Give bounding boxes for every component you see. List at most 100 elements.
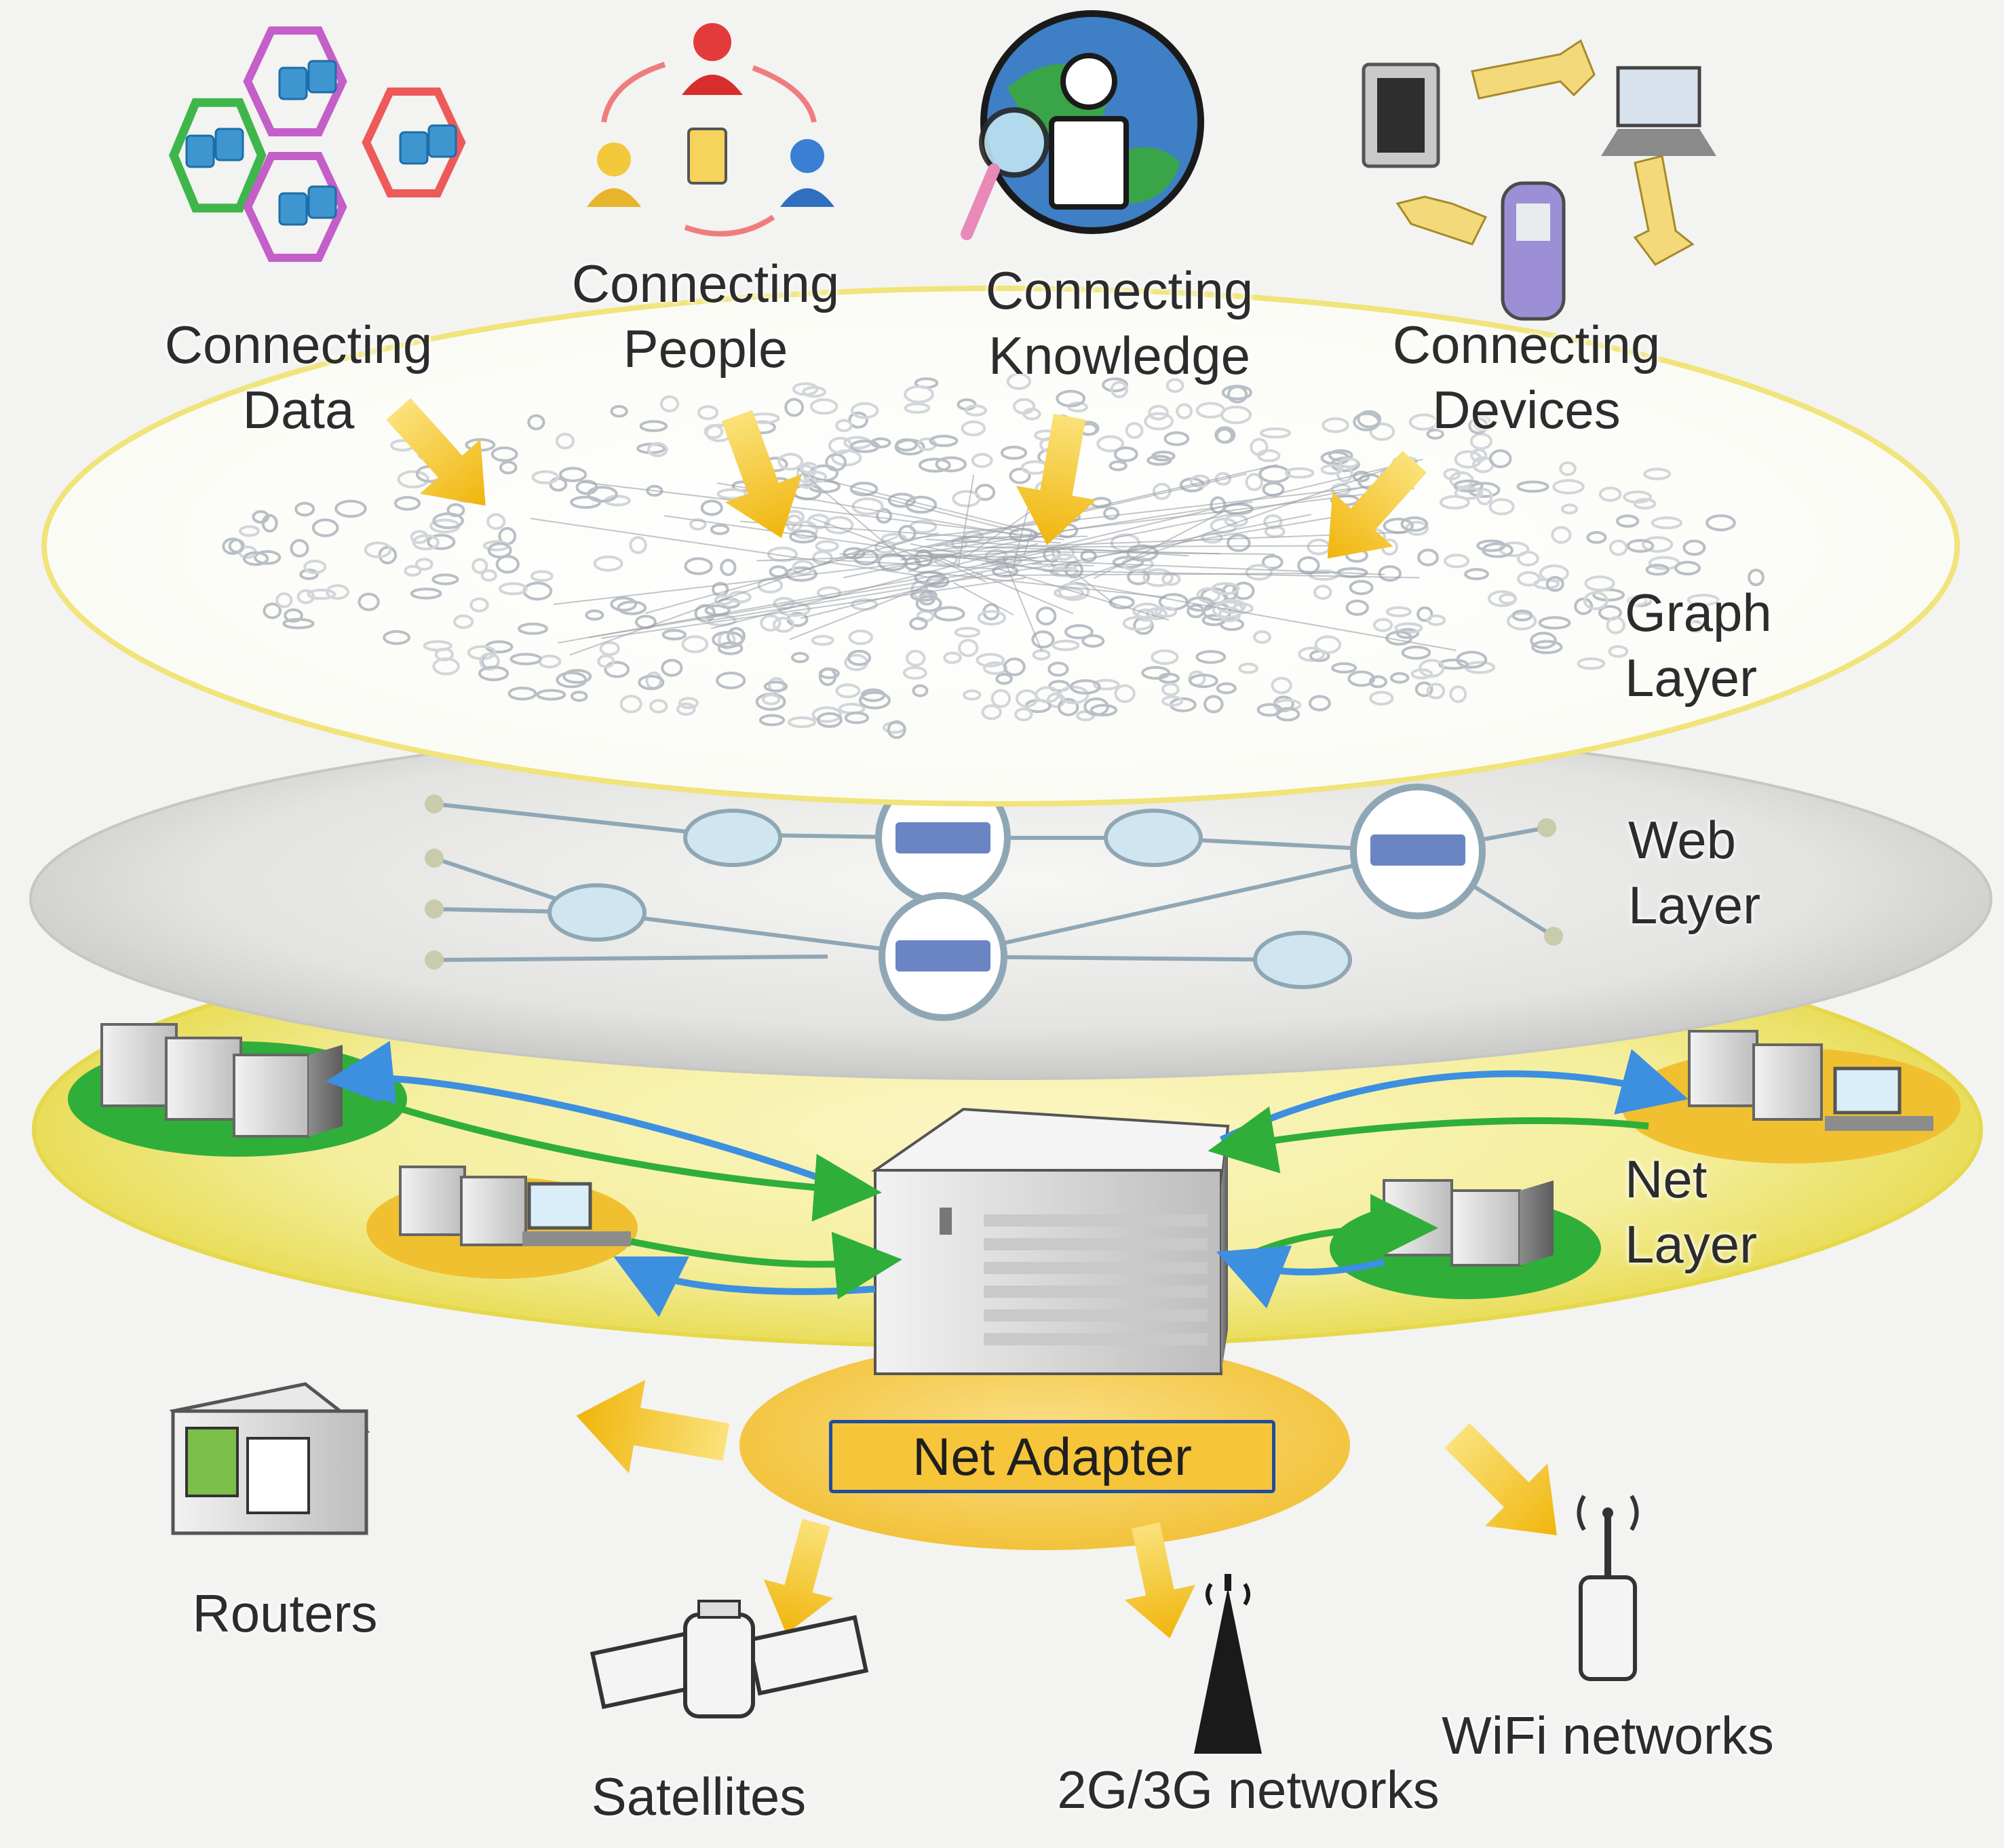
graph-node: [604, 661, 630, 678]
graph-node: [1417, 548, 1439, 566]
graph-node: [307, 588, 336, 600]
graph-node: [1048, 680, 1071, 693]
graph-node: [432, 657, 460, 676]
graph-node: [954, 627, 981, 638]
graph-node: [1583, 591, 1608, 611]
graph-node: [1322, 417, 1349, 434]
graph-node: [1426, 614, 1446, 626]
graph-node: [1642, 536, 1674, 553]
graph-edge: [1011, 498, 1031, 570]
graph-node: [638, 674, 665, 691]
graph-node: [848, 411, 868, 429]
graph-node: [222, 537, 244, 556]
graph-node: [704, 424, 724, 439]
graph-node: [646, 484, 663, 497]
graph-node: [358, 592, 380, 611]
graph-node: [1606, 616, 1625, 634]
graph-node: [659, 395, 680, 412]
graph-node: [1369, 422, 1395, 441]
graph-node: [1368, 675, 1388, 689]
graph-node: [1260, 427, 1291, 439]
graph-node: [619, 695, 642, 714]
graph-edge: [806, 474, 1045, 536]
graph-node: [1161, 682, 1180, 697]
graph-node: [1256, 703, 1283, 717]
graph-node: [530, 570, 554, 582]
graph-node: [1357, 410, 1382, 429]
graph-node: [254, 550, 282, 565]
net-layer-links: [326, 1041, 1689, 1317]
graph-node: [1352, 470, 1370, 483]
satellite-icon: [590, 1600, 869, 1718]
graph-node: [1081, 634, 1105, 648]
graph-node: [1052, 639, 1080, 651]
graph-node: [469, 597, 489, 613]
graph-node: [943, 651, 962, 664]
globe-knowledge-icon: [961, 10, 1204, 240]
graph-node: [915, 595, 942, 613]
graph-node: [1464, 568, 1490, 581]
graph-node: [1271, 676, 1292, 695]
graph-node: [571, 691, 588, 702]
graph-node: [777, 453, 804, 471]
graph-node: [423, 640, 452, 652]
graph-node: [1070, 679, 1101, 695]
graph-node: [383, 630, 410, 645]
graph-node: [1468, 417, 1488, 435]
graph-node: [1414, 681, 1433, 697]
central-server-icon: [871, 1107, 1230, 1375]
graph-node: [1396, 628, 1419, 639]
graph-node: [1426, 428, 1444, 440]
graph-node: [1530, 632, 1557, 649]
graph-node: [1163, 431, 1190, 446]
graph-node: [1314, 635, 1342, 655]
graph-node: [1507, 611, 1537, 631]
graph-node: [791, 652, 809, 663]
graph-edge: [601, 577, 1026, 639]
graph-node: [1499, 593, 1517, 605]
graph-node: [1533, 578, 1560, 590]
graph-node: [1186, 596, 1214, 612]
graph-node: [1511, 609, 1533, 621]
graph-node: [1517, 571, 1541, 587]
graph-node: [404, 564, 422, 577]
graph-edge: [952, 581, 1014, 616]
graph-node: [1003, 657, 1026, 676]
graph-node: [597, 654, 615, 668]
graph-node: [1608, 539, 1628, 556]
graph-node: [895, 438, 918, 452]
graph-node: [850, 440, 880, 453]
graph-node: [1410, 668, 1433, 680]
graph-node: [1454, 486, 1484, 500]
graph-node: [784, 398, 804, 417]
graph-node: [697, 405, 719, 421]
graph-node: [1349, 579, 1374, 596]
graph-node: [518, 622, 548, 635]
graph-edge: [966, 480, 1398, 569]
graph-node: [1052, 545, 1075, 561]
graph-node: [1176, 403, 1193, 420]
graph-node: [767, 546, 798, 562]
graph-node: [1443, 468, 1461, 480]
graph-node: [919, 457, 951, 473]
graph-node: [1261, 554, 1284, 570]
graph-node: [1161, 695, 1184, 707]
graph-node: [964, 404, 987, 417]
graph-node: [963, 689, 982, 701]
graph-edge: [530, 518, 927, 578]
graph-node: [1469, 432, 1492, 450]
graph-node: [311, 518, 339, 537]
graph-node: [1353, 412, 1381, 431]
server-cluster-left: [68, 1023, 407, 1157]
graph-node: [717, 641, 744, 655]
graph-edge: [582, 481, 1064, 541]
graph-node: [716, 672, 746, 689]
graph-node: [1165, 378, 1184, 393]
router-icon: [169, 1382, 370, 1535]
graph-node: [1682, 539, 1706, 556]
graph-node: [1216, 598, 1246, 614]
graph-node: [1245, 473, 1263, 491]
